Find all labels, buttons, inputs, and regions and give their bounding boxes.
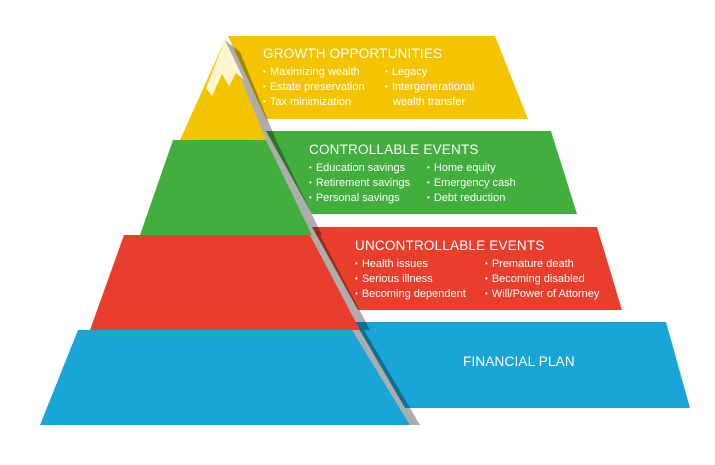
growth-opportunities-text: GROWTH OPPORTUNITIES •Maximizing wealth … xyxy=(263,46,484,110)
uncontrollable-pyramid-layer xyxy=(90,235,360,330)
bullet-icon: • xyxy=(427,193,430,202)
list-item-text: Estate preservation xyxy=(269,81,365,93)
list-item: •Will/Power of Attorney xyxy=(485,287,599,302)
bullet-icon: • xyxy=(355,289,358,298)
list-item: •Health issues xyxy=(355,257,475,272)
growth-panel xyxy=(228,36,528,119)
uncontrollable-events-text: UNCONTROLLABLE EVENTS •Health issues •Se… xyxy=(355,238,609,302)
list-item-text: Personal savings xyxy=(315,192,400,204)
uncontrollable-col-2: •Premature death •Becoming disabled •Wil… xyxy=(485,257,599,302)
list-item-text: Becoming dependent xyxy=(361,288,466,300)
growth-col-2: •Legacy •Intergenerational wealth transf… xyxy=(385,65,474,110)
list-item-text: Intergenerational xyxy=(391,81,475,93)
bullet-icon: • xyxy=(355,259,358,268)
bullet-icon: • xyxy=(427,178,430,187)
growth-col-1: •Maximizing wealth •Estate preservation … xyxy=(263,65,375,110)
bullet-icon: • xyxy=(263,67,266,76)
financial-plan-shadow xyxy=(352,330,420,425)
list-item: •Becoming dependent xyxy=(355,287,475,302)
bullet-icon: • xyxy=(263,97,266,106)
list-item: •Premature death xyxy=(485,257,599,272)
growth-pyramid-layer xyxy=(180,40,266,140)
list-item-text: wealth transfer xyxy=(393,96,466,108)
list-item-continuation: wealth transfer xyxy=(385,95,474,109)
controllable-panel xyxy=(266,131,577,214)
controllable-shadow xyxy=(266,140,322,235)
list-item-text: Retirement savings xyxy=(315,177,410,189)
bullet-icon: • xyxy=(309,193,312,202)
list-item: •Tax minimization xyxy=(263,95,375,110)
list-item: •Estate preservation xyxy=(263,80,375,95)
controllable-col-1: •Education savings •Retirement savings •… xyxy=(309,161,417,206)
list-item-text: Tax minimization xyxy=(269,96,352,108)
bullet-icon: • xyxy=(427,163,430,172)
list-item-text: Debt reduction xyxy=(433,192,506,204)
list-item: •Intergenerational xyxy=(385,80,474,95)
bullet-icon: • xyxy=(309,178,312,187)
financial-plan-title: FINANCIAL PLAN xyxy=(463,354,575,369)
list-item: •Becoming disabled xyxy=(485,272,599,287)
uncontrollable-col-1: •Health issues •Serious illness •Becomin… xyxy=(355,257,475,302)
financial-plan-text: FINANCIAL PLAN xyxy=(463,354,575,373)
list-item-text: Maximizing wealth xyxy=(269,66,360,78)
controllable-events-text: CONTROLLABLE EVENTS •Education savings •… xyxy=(309,142,526,206)
bullet-icon: • xyxy=(309,163,312,172)
financial-plan-panel xyxy=(355,322,690,408)
list-item-text: Education savings xyxy=(315,162,406,174)
list-item: •Debt reduction xyxy=(427,191,516,206)
list-item: •Emergency cash xyxy=(427,176,516,191)
growth-shadow xyxy=(225,40,276,140)
bullet-icon: • xyxy=(485,289,488,298)
list-item: •Personal savings xyxy=(309,191,417,206)
list-item-text: Premature death xyxy=(491,258,574,270)
list-item-text: Legacy xyxy=(391,66,428,78)
list-item: •Education savings xyxy=(309,161,417,176)
list-item: •Retirement savings xyxy=(309,176,417,191)
list-item-text: Becoming disabled xyxy=(491,273,585,285)
list-item-text: Emergency cash xyxy=(433,177,516,189)
controllable-events-title: CONTROLLABLE EVENTS xyxy=(309,142,479,157)
bullet-icon: • xyxy=(485,274,488,283)
list-item-text: Will/Power of Attorney xyxy=(491,288,600,300)
list-item: •Home equity xyxy=(427,161,516,176)
list-item: •Legacy xyxy=(385,65,474,80)
uncontrollable-events-title: UNCONTROLLABLE EVENTS xyxy=(355,238,545,253)
bullet-icon: • xyxy=(385,67,388,76)
list-item-text: Health issues xyxy=(361,258,428,270)
uncontrollable-panel xyxy=(312,227,622,310)
list-item-text: Serious illness xyxy=(361,273,433,285)
bullet-icon: • xyxy=(385,82,388,91)
snow-cap xyxy=(206,40,244,96)
uncontrollable-shadow xyxy=(310,235,370,330)
controllable-pyramid-layer xyxy=(140,140,312,235)
financial-plan-pyramid-layer xyxy=(40,330,410,425)
list-item-text: Home equity xyxy=(433,162,496,174)
bullet-icon: • xyxy=(355,274,358,283)
growth-opportunities-title: GROWTH OPPORTUNITIES xyxy=(263,46,443,61)
controllable-col-2: •Home equity •Emergency cash •Debt reduc… xyxy=(427,161,516,206)
bullet-icon: • xyxy=(263,82,266,91)
list-item: •Maximizing wealth xyxy=(263,65,375,80)
bullet-icon: • xyxy=(485,259,488,268)
list-item: •Serious illness xyxy=(355,272,475,287)
